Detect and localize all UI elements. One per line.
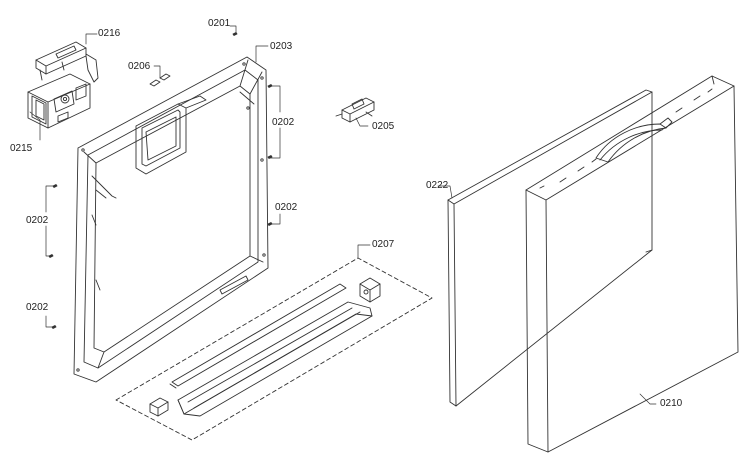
callout-0203: 0203 [270, 41, 293, 52]
callout-0202-bottom-left: 0202 [26, 302, 49, 313]
kit-dashed-outline [115, 257, 433, 441]
decor-panel [447, 89, 653, 407]
top-seal-clip [149, 73, 171, 87]
door-latch [335, 97, 375, 123]
callout-0202-upper-right: 0202 [272, 117, 295, 128]
callout-0202-left: 0202 [26, 215, 49, 226]
callout-0216: 0216 [98, 28, 121, 39]
dispenser-assembly [27, 73, 91, 129]
outer-door [525, 75, 739, 453]
callout-0215: 0215 [10, 143, 33, 154]
leader-lines [29, 25, 657, 405]
callout-0210: 0210 [660, 398, 683, 409]
callout-0222: 0222 [426, 180, 449, 191]
callout-0202-lower-right: 0202 [275, 202, 298, 213]
dispenser-lid [35, 41, 99, 83]
callout-0201: 0201 [208, 18, 231, 29]
callout-0205: 0205 [372, 121, 395, 132]
callout-0207: 0207 [372, 239, 395, 250]
bottom-trim-kit [149, 277, 381, 417]
screws [48, 32, 273, 329]
inner-door-frame [73, 56, 269, 383]
callout-0206: 0206 [128, 61, 151, 72]
